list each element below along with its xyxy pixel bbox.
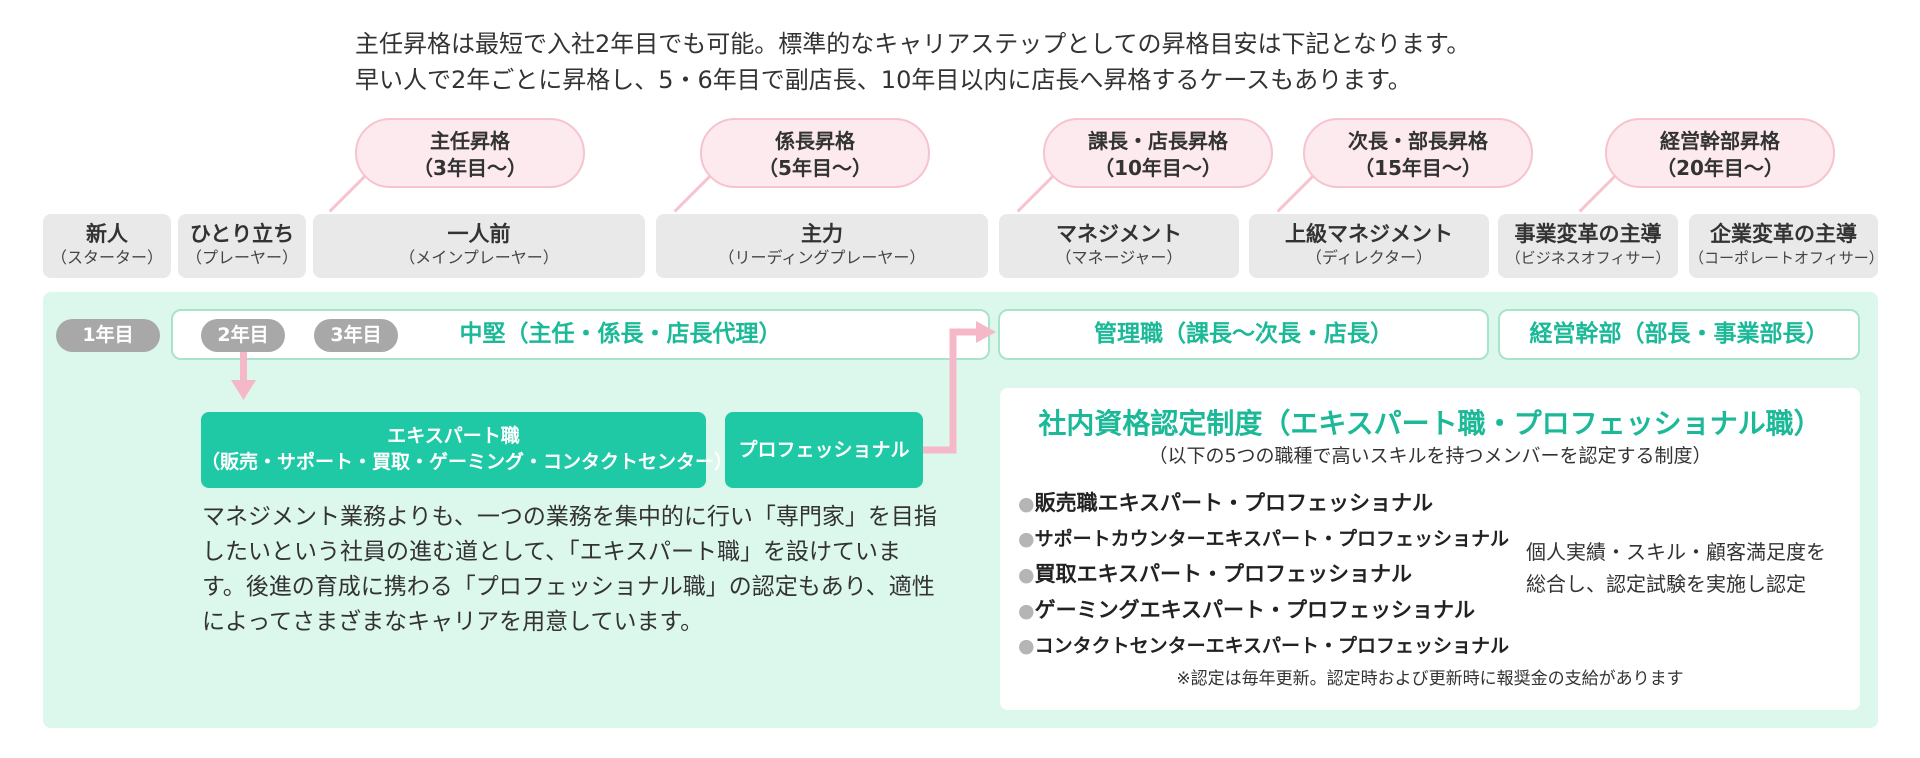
expert-title: エキスパート職: [387, 425, 520, 447]
promotion-year: （5年目〜）: [758, 156, 872, 180]
promotion-year: （15年目〜）: [1354, 156, 1482, 180]
tier-management-label: 管理職（課長〜次長・店長）: [1094, 321, 1393, 347]
promotion-bubble-manager: 課長・店長昇格 （10年目〜）: [1043, 118, 1273, 188]
stage-name: 一人前: [447, 222, 511, 246]
stage-management: マネジメント （マネージャー）: [999, 214, 1239, 278]
stage-role: （プレーヤー）: [185, 248, 298, 267]
stage-business-transformation: 事業変革の主導 （ビジネスオフィサー）: [1498, 214, 1678, 278]
stage-name: 事業変革の主導: [1514, 222, 1662, 246]
list-item: ●販売職エキスパート・プロフェッショナル: [1018, 486, 1509, 522]
promotion-title: 課長・店長昇格: [1088, 129, 1228, 153]
year-pill-2: 2年目: [201, 319, 285, 352]
tier-management: 管理職（課長〜次長・店長）: [998, 309, 1489, 360]
stage-role: （マネージャー）: [1055, 248, 1183, 267]
result-line-1: 個人実績・スキル・顧客満足度を: [1526, 540, 1826, 564]
up-arrow-line: [922, 328, 978, 454]
promotion-year: （20年目〜）: [1656, 156, 1784, 180]
year-pill-1: 1年目: [56, 319, 160, 352]
tier-mid-level: 中堅（主任・係長・店長代理）: [171, 309, 990, 360]
stage-role: （メインプレーヤー）: [399, 248, 559, 267]
stage-role: （リーディングプレーヤー）: [718, 248, 926, 267]
list-item-label: 買取エキスパート・プロフェッショナル: [1034, 562, 1412, 586]
promotion-bubble-executive: 経営幹部昇格 （20年目〜）: [1605, 118, 1835, 188]
expert-description: マネジメント業務よりも、一つの業務を集中的に行い「専門家」を目指したいという社員…: [202, 504, 937, 635]
promotion-title: 係長昇格: [775, 129, 855, 153]
certification-card: [1000, 388, 1860, 710]
promotion-bubble-chief: 主任昇格 （3年目〜）: [355, 118, 585, 188]
tier-mid-label: 中堅（主任・係長・店長代理）: [459, 321, 782, 347]
list-item: ●サポートカウンターエキスパート・プロフェッショナル: [1018, 522, 1509, 557]
promotion-bubble-director: 次長・部長昇格 （15年目〜）: [1303, 118, 1533, 188]
stage-name: 新人: [86, 222, 128, 246]
tier-executive: 経営幹部（部長・事業部長）: [1498, 309, 1860, 360]
bullet-icon: ●: [1018, 635, 1035, 657]
year-pill-3: 3年目: [314, 319, 398, 352]
professional-box: プロフェッショナル: [725, 412, 923, 488]
intro-line-1: 主任昇格は最短で入社2年目でも可能。標準的なキャリアステップとしての昇格目安は下…: [355, 30, 1471, 58]
promotion-year: （10年目〜）: [1094, 156, 1222, 180]
list-item: ●コンタクトセンターエキスパート・プロフェッショナル: [1018, 629, 1509, 664]
tier-executive-label: 経営幹部（部長・事業部長）: [1529, 321, 1829, 347]
list-item-label: 販売職エキスパート・プロフェッショナル: [1034, 491, 1433, 515]
list-item-label: ゲーミングエキスパート・プロフェッショナル: [1034, 598, 1475, 622]
up-arrow-head: [976, 321, 996, 343]
promotion-bubble-section-chief: 係長昇格 （5年目〜）: [700, 118, 930, 188]
bullet-icon: ●: [1018, 528, 1035, 550]
list-item: ●ゲーミングエキスパート・プロフェッショナル: [1018, 593, 1509, 629]
list-item: ●買取エキスパート・プロフェッショナル: [1018, 557, 1509, 593]
stage-name: 企業変革の主導: [1710, 222, 1857, 246]
list-item-label: コンタクトセンターエキスパート・プロフェッショナル: [1034, 635, 1510, 657]
expert-job-box: エキスパート職 （販売・サポート・買取・ゲーミング・コンタクトセンター）: [201, 412, 734, 488]
stage-name: マネジメント: [1056, 222, 1182, 246]
stage-role: （ビジネスオフィサー）: [1505, 249, 1671, 267]
promotion-title: 次長・部長昇格: [1348, 129, 1488, 153]
certification-note: ※認定は毎年更新。認定時および更新時に報奨金の支給があります: [1176, 669, 1684, 689]
intro-line-2: 早い人で2年ごとに昇格し、5・6年目で副店長、10年目以内に店長へ昇格するケース…: [355, 66, 1412, 94]
stage-corporate-transformation: 企業変革の主導 （コーポレートオフィサー）: [1689, 214, 1884, 278]
bullet-icon: ●: [1018, 600, 1035, 622]
stage-core: 主力 （リーディングプレーヤー）: [656, 214, 988, 278]
promotion-year: （3年目〜）: [413, 156, 527, 180]
intro-text: 主任昇格は最短で入社2年目でも可能。標準的なキャリアステップとしての昇格目安は下…: [355, 26, 1470, 98]
list-item-label: サポートカウンターエキスパート・プロフェッショナル: [1034, 528, 1510, 550]
result-line-2: 総合し、認定試験を実施し認定: [1526, 572, 1806, 596]
stage-name: 上級マネジメント: [1285, 222, 1453, 246]
stage-independent: ひとり立ち （プレーヤー）: [178, 214, 306, 278]
bullet-icon: ●: [1018, 564, 1035, 586]
expert-scope: （販売・サポート・買取・ゲーミング・コンタクトセンター）: [201, 451, 734, 473]
bullet-icon: ●: [1018, 493, 1035, 515]
stage-senior-management: 上級マネジメント （ディレクター）: [1249, 214, 1489, 278]
stage-role: （スターター）: [50, 248, 163, 267]
certification-result: 個人実績・スキル・顧客満足度を 総合し、認定試験を実施し認定: [1526, 536, 1826, 600]
stage-role: （ディレクター）: [1305, 248, 1433, 267]
stage-name: ひとり立ち: [189, 222, 295, 246]
stage-role: （コーポレートオフィサー）: [1689, 249, 1884, 267]
certification-subtitle: （以下の5つの職種で高いスキルを持つメンバーを認定する制度）: [1148, 445, 1712, 467]
certification-list: ●販売職エキスパート・プロフェッショナル ●サポートカウンターエキスパート・プロ…: [1018, 486, 1509, 664]
stage-name: 主力: [801, 222, 843, 246]
promotion-title: 主任昇格: [430, 129, 510, 153]
certification-title: 社内資格認定制度（エキスパート職・プロフェッショナル職）: [1038, 407, 1822, 440]
down-arrow-shaft: [240, 352, 247, 382]
down-arrow-head: [231, 380, 256, 400]
stage-full-fledged: 一人前 （メインプレーヤー）: [313, 214, 645, 278]
stage-newcomer: 新人 （スターター）: [43, 214, 171, 278]
promotion-title: 経営幹部昇格: [1660, 129, 1780, 153]
